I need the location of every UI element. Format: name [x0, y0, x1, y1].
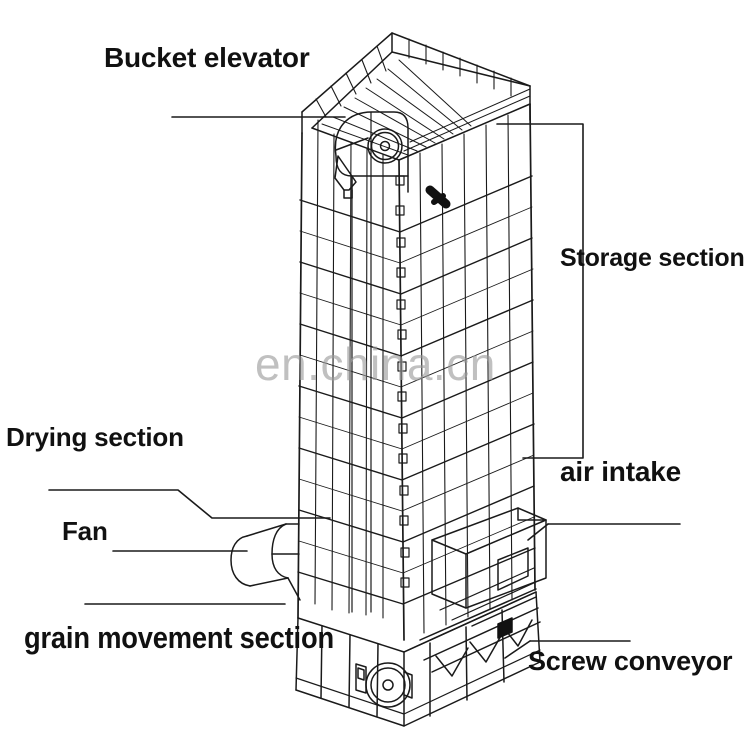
label-air-intake: air intake	[560, 456, 681, 487]
upper-valve-fitting	[425, 185, 451, 209]
tower-left-face-ribs	[314, 119, 384, 619]
conveyor-upper-brace	[439, 567, 537, 621]
grain-bed-corrugations-right	[398, 88, 531, 161]
elevator-leg-casing	[351, 111, 372, 613]
label-storage-section: Storage section	[560, 244, 745, 272]
discharge-hopper	[334, 155, 357, 199]
screw-conveyor-trough	[403, 588, 541, 677]
leader-storage-section	[496, 123, 584, 459]
top-bin-left-ribs	[315, 45, 387, 118]
air-intake-box	[431, 507, 547, 609]
fan-housing	[230, 523, 301, 601]
label-drying-section: Drying section	[6, 422, 184, 452]
tower-outer-silhouette	[297, 103, 536, 641]
label-bucket-elevator: Bucket elevator	[104, 42, 310, 73]
base-skirt	[295, 649, 541, 715]
louver-slot-marks	[395, 175, 410, 588]
top-bin-rear-ribs	[408, 38, 512, 97]
base-motor-pulley	[355, 662, 413, 708]
leader-drying-section	[48, 489, 331, 519]
tower-panel-joints	[298, 206, 535, 574]
leader-screw-conveyor	[504, 640, 631, 659]
leader-air-intake	[527, 523, 681, 541]
label-grain-movement-section: grain movement section	[24, 620, 334, 655]
label-fan: Fan	[62, 516, 108, 546]
label-screw-conveyor: Screw conveyor	[528, 646, 733, 676]
